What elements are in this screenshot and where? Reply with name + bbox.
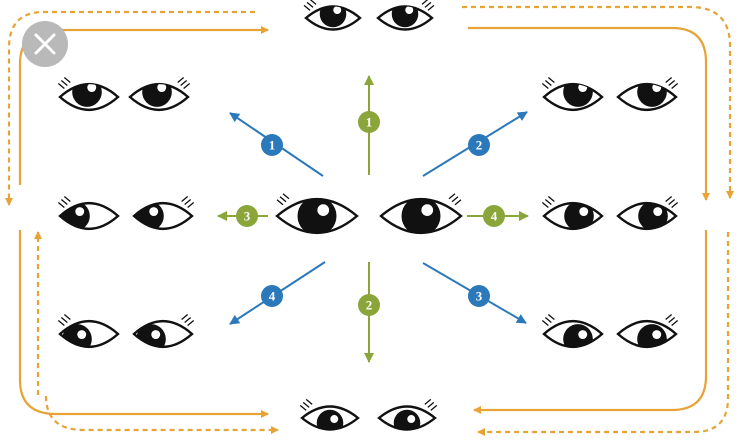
eye-left-b <box>132 195 195 230</box>
eye-center-right <box>379 193 463 235</box>
eye-upleft-b <box>128 76 191 111</box>
eye-upright-a <box>541 76 604 111</box>
badge-green-up: 1 <box>358 111 380 133</box>
inner-solid-bottom-left <box>18 230 269 418</box>
svg-text:1: 1 <box>366 115 373 130</box>
eyes <box>57 0 679 431</box>
svg-text:1: 1 <box>269 138 276 153</box>
eye-upright-b <box>616 76 679 111</box>
svg-text:4: 4 <box>491 209 498 224</box>
eye-downleft-b <box>132 313 195 348</box>
eye-top-left <box>303 0 362 31</box>
badge-green-right: 4 <box>483 205 505 227</box>
svg-text:3: 3 <box>244 209 251 224</box>
svg-text:2: 2 <box>366 298 373 313</box>
svg-text:3: 3 <box>476 289 483 304</box>
eye-center-left <box>275 193 359 235</box>
eye-downright-b <box>616 313 679 348</box>
outer-dashed-bottom-right <box>477 232 730 436</box>
svg-text:4: 4 <box>269 289 276 304</box>
eye-top-right <box>376 0 435 31</box>
eye-downright-a <box>541 313 604 348</box>
eye-right-a <box>541 195 604 230</box>
eye-left-a <box>57 195 120 230</box>
badge-green-left: 3 <box>236 205 258 227</box>
badge-blue-up-right: 2 <box>468 134 490 156</box>
badge-blue-down-right: 3 <box>468 285 490 307</box>
badge-blue-down-left: 4 <box>261 285 283 307</box>
inner-solid-bottom-right <box>473 230 708 414</box>
close-button[interactable] <box>22 21 68 67</box>
badge-blue-up-left: 1 <box>261 134 283 156</box>
inner-solid-top-right <box>468 26 710 201</box>
eye-bottom-left <box>299 398 360 431</box>
outer-dashed-bottom-arc <box>44 395 279 434</box>
badge-green-down: 2 <box>358 294 380 316</box>
close-icon <box>34 33 56 55</box>
outer-dashed-top-right <box>462 5 734 199</box>
svg-text:2: 2 <box>476 138 483 153</box>
eye-right-b <box>616 195 679 230</box>
eye-downleft-a <box>57 313 120 348</box>
eye-bottom-right <box>377 398 438 431</box>
eye-upleft-a <box>57 76 120 111</box>
orange-flow-arrows <box>5 5 734 436</box>
